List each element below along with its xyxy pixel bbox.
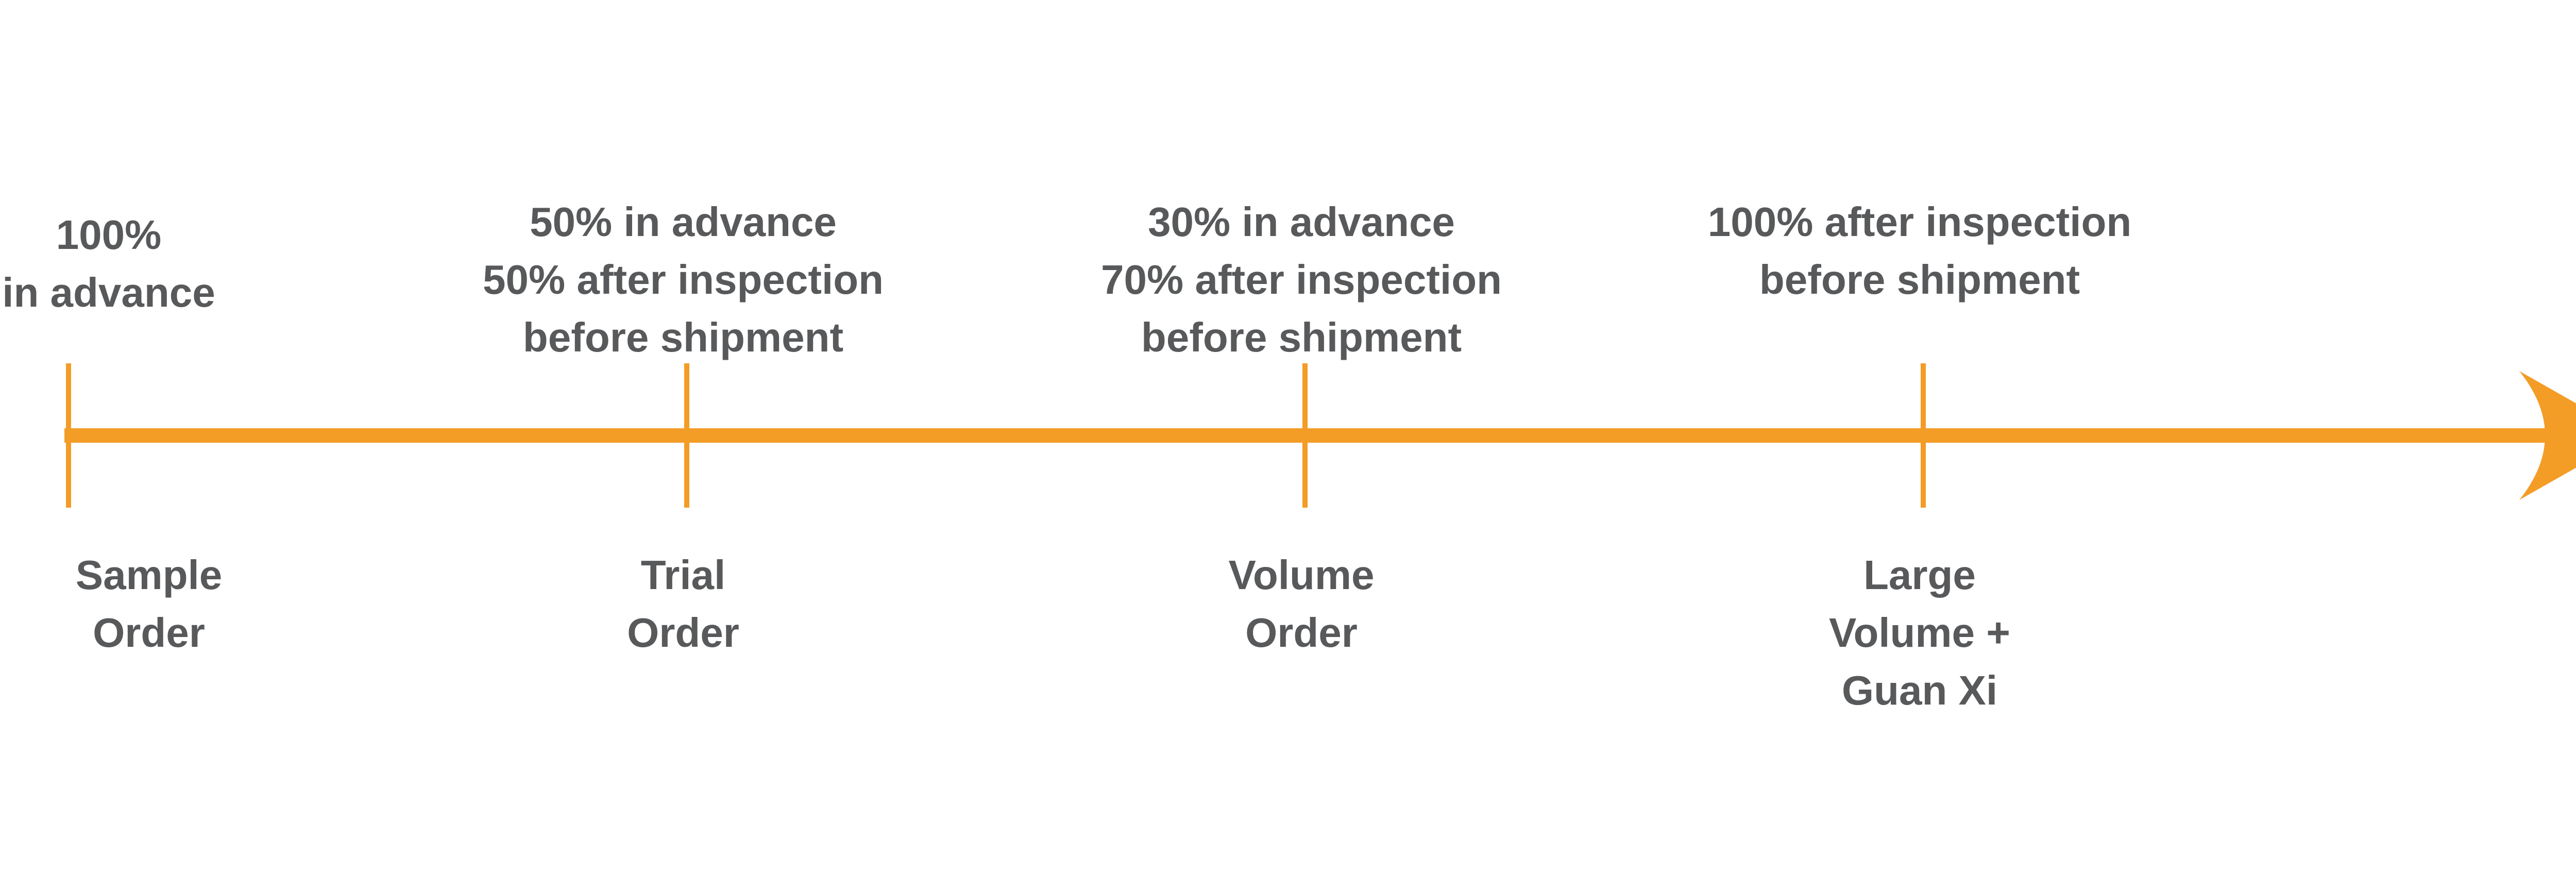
order-type-sample-order: Sample Order [0, 546, 406, 662]
payment-terms-line: 50% in advance [530, 199, 837, 245]
payment-terms-line: before shipment [522, 314, 844, 360]
order-type-line: Order [627, 610, 739, 656]
payment-terms-line: 100% after inspection [1707, 199, 2132, 245]
order-type-line: Volume + [1829, 610, 2010, 656]
payment-terms-line: before shipment [1759, 257, 2080, 303]
payment-terms-line: before shipment [1141, 314, 1462, 360]
order-type-line: Sample [75, 552, 223, 598]
payment-terms-line: 70% after inspection [1100, 257, 1502, 303]
payment-terms-line: in advance [2, 270, 215, 315]
payment-terms-line: 100% [56, 212, 162, 258]
payment-terms-volume-order: 30% in advance 70% after inspection befo… [1044, 193, 1559, 366]
order-type-line: Volume [1228, 552, 1375, 598]
payment-terms-large-volume-order: 100% after inspection before shipment [1662, 193, 2177, 309]
order-type-line: Order [93, 610, 205, 656]
order-type-line: Guan Xi [1841, 667, 1998, 713]
order-type-volume-order: Volume Order [1044, 546, 1559, 662]
order-type-line: Large [1863, 552, 1976, 598]
payment-terms-trial-order: 50% in advance 50% after inspection befo… [426, 193, 941, 366]
payment-terms-line: 30% in advance [1148, 199, 1455, 245]
order-type-line: Trial [640, 552, 726, 598]
arrow-head-icon [2519, 371, 2576, 500]
order-type-large-volume-order: Large Volume + Guan Xi [1662, 546, 2177, 719]
payment-terms-line: 50% after inspection [482, 257, 884, 303]
payment-terms-sample-order: 100% in advance [0, 206, 366, 322]
order-type-line: Order [1245, 610, 1358, 656]
order-type-trial-order: Trial Order [426, 546, 941, 662]
